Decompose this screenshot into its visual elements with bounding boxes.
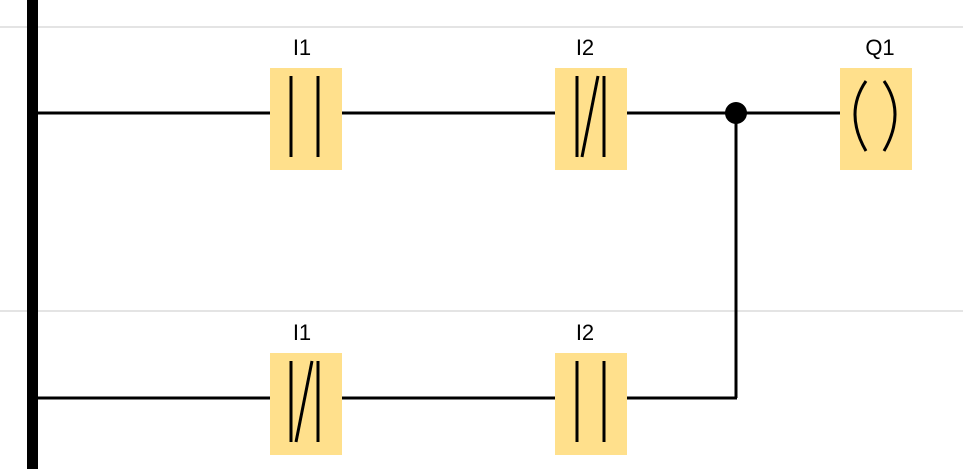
contact-i1-nc[interactable]: I1: [270, 320, 342, 455]
contact-label: I1: [293, 35, 311, 60]
contact-i1-no[interactable]: I1: [270, 35, 342, 170]
contact-label: I2: [576, 35, 594, 60]
rung-1-wires: [38, 111, 851, 398]
contact-label: I2: [576, 320, 594, 345]
coil-label: Q1: [865, 35, 894, 60]
contact-label: I1: [293, 320, 311, 345]
coil-q1[interactable]: Q1: [840, 35, 912, 170]
power-rail: [27, 0, 38, 469]
junction-dot: [725, 102, 747, 124]
contact-i2-no[interactable]: I2: [555, 320, 627, 455]
contact-i2-nc[interactable]: I2: [555, 35, 627, 170]
